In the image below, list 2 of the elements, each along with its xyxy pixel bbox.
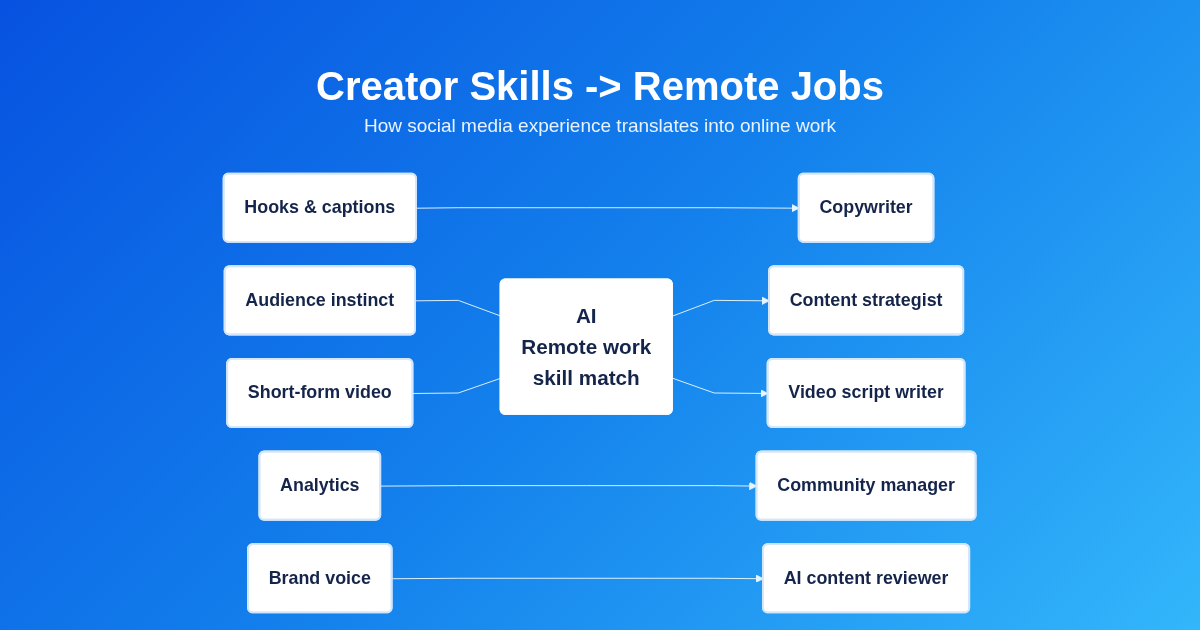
- subtitle: How social media experience translates into online work: [363, 114, 837, 138]
- title: Creator Skills -> Remote Jobs: [316, 63, 884, 110]
